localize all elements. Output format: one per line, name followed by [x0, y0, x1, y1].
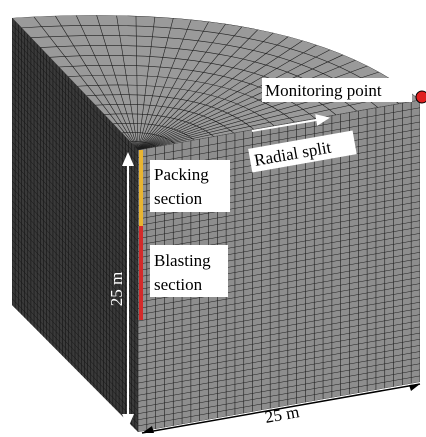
svg-text:section: section	[154, 275, 203, 294]
packing-label-line2: section	[154, 189, 203, 208]
height-dimension-label: 25 m	[107, 272, 126, 306]
height-dimension: 25 m	[107, 152, 134, 428]
mesh-side-face	[12, 18, 138, 432]
svg-text:section: section	[154, 189, 203, 208]
radial-split-arrow	[251, 114, 330, 132]
blasting-label-line1: Blasting	[154, 251, 211, 270]
monitoring-point-label: Monitoring point	[265, 81, 382, 100]
blasting-label-line2: section	[154, 275, 203, 294]
monitoring-point-marker	[415, 90, 426, 104]
svg-text:Blasting: Blasting	[154, 251, 211, 270]
svg-text:Packing: Packing	[154, 165, 209, 184]
packing-label-line1: Packing	[154, 165, 209, 184]
